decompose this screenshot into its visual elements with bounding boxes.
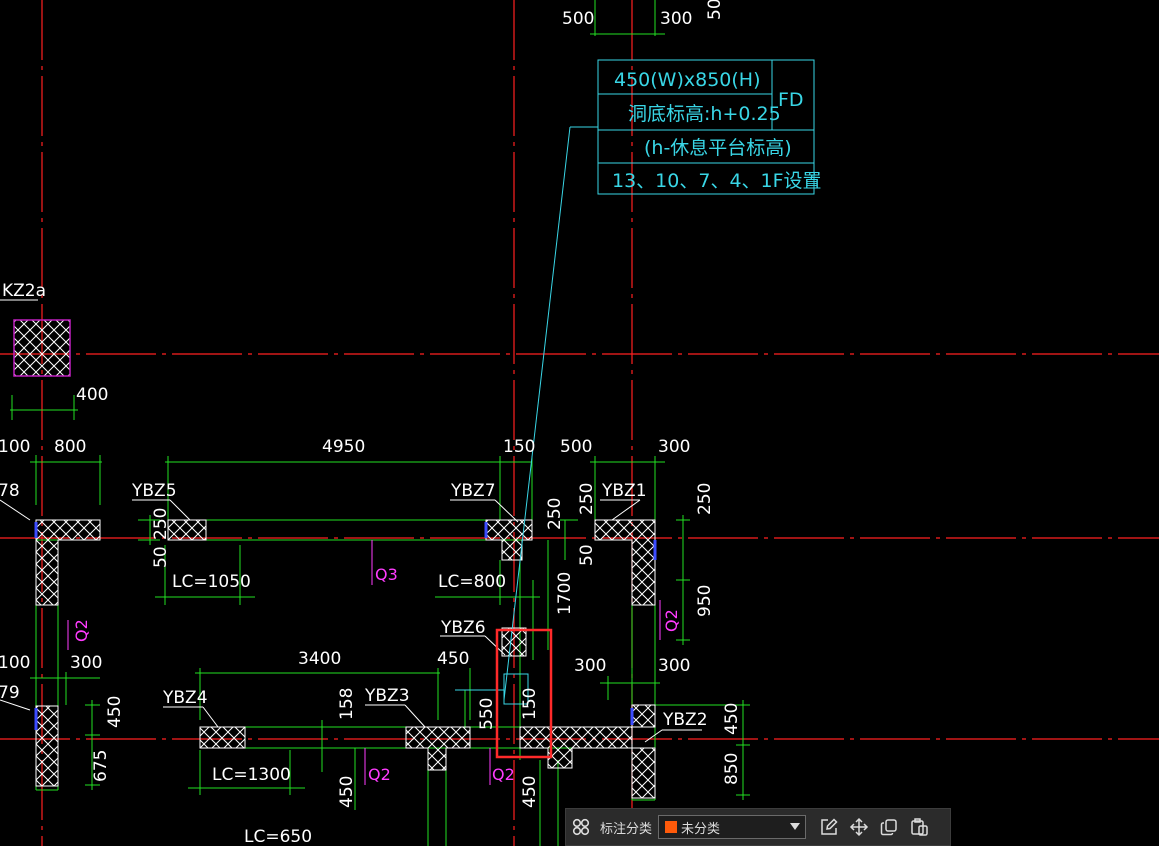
wall-label-q2-right: Q2 <box>662 609 681 632</box>
move-icon[interactable] <box>844 812 874 842</box>
column-label-kz2a: KZ2a <box>2 281 46 301</box>
ybz6-column[interactable] <box>501 627 527 657</box>
ybz3-column[interactable] <box>405 726 471 771</box>
dim-v250d: 250 <box>695 483 715 515</box>
column-label-ybz2: YBZ2 <box>662 710 708 730</box>
dim-4950: 4950 <box>322 437 365 457</box>
opening-code: FD <box>778 89 804 111</box>
opening-elevation-note: (h-休息平台标高) <box>644 137 792 159</box>
ybz4-column[interactable] <box>199 726 246 749</box>
ybz5-column[interactable] <box>167 519 207 541</box>
dim-v950: 950 <box>695 585 715 617</box>
category-value: 未分类 <box>681 821 721 837</box>
dim-left-800: 800 <box>54 437 86 457</box>
column-hatches <box>13 319 656 799</box>
dim-500: 500 <box>560 437 592 457</box>
dim-left-100a: 100 <box>0 437 30 457</box>
opening-sill-elevation: 洞底标高:h+0.25 <box>628 103 781 125</box>
ybz9-column[interactable] <box>35 705 59 787</box>
column-label-ybz4: YBZ4 <box>162 688 208 708</box>
column-label-z9: 79 <box>0 683 20 703</box>
dim-300b: 300 <box>574 656 606 676</box>
dim-300a: 300 <box>658 437 690 457</box>
dim-v150: 150 <box>520 688 540 720</box>
kz2a-column[interactable] <box>13 319 71 377</box>
dim-v550: 550 <box>477 698 497 730</box>
edit-icon[interactable] <box>814 812 844 842</box>
column-label-ybz3: YBZ3 <box>364 686 410 706</box>
dim-v450b: 450 <box>337 776 357 808</box>
dim-top-300: 300 <box>660 9 692 29</box>
lintel-label-800: LC=800 <box>438 572 506 592</box>
paste-icon[interactable] <box>904 812 934 842</box>
dim-300c: 300 <box>658 656 690 676</box>
column-label-z8: 78 <box>0 481 20 501</box>
dim-3400: 3400 <box>298 649 341 669</box>
ybz7-column[interactable] <box>485 519 533 561</box>
dim-450: 450 <box>437 649 469 669</box>
dim-v850: 850 <box>722 753 742 785</box>
column-label-ybz1: YBZ1 <box>601 481 647 501</box>
dim-left-100b: 100 <box>0 653 30 673</box>
lintel-label-1300: LC=1300 <box>212 765 291 785</box>
category-swatch <box>665 821 678 833</box>
dim-v1700: 1700 <box>555 572 575 615</box>
category-label: 标注分类 <box>600 821 653 837</box>
dim-v158: 158 <box>337 688 357 720</box>
column-label-ybz6: YBZ6 <box>440 618 486 638</box>
dim-left-300: 300 <box>70 653 102 673</box>
wall-label-q2-left: Q2 <box>72 619 91 642</box>
column-label-ybz7: YBZ7 <box>450 481 496 501</box>
grid-icon[interactable] <box>566 812 596 842</box>
chevron-down-icon <box>790 823 801 830</box>
opening-tag[interactable] <box>455 59 815 705</box>
annotation-toolbar: 标注分类 未分类 <box>565 808 951 846</box>
copy-icon[interactable] <box>874 812 904 842</box>
dim-150a: 150 <box>503 437 535 457</box>
wall-label-q3: Q3 <box>375 565 398 584</box>
opening-floors: 13、10、7、4、1F设置 <box>612 170 822 192</box>
ybz1-column[interactable] <box>594 519 656 606</box>
category-select[interactable]: 未分类 <box>658 815 807 839</box>
dim-v450c: 450 <box>520 776 540 808</box>
dim-top-edge-500: 500 <box>705 0 725 20</box>
dim-kz-400: 400 <box>76 385 108 405</box>
ybz2-column[interactable] <box>631 747 656 799</box>
ybz8-column[interactable] <box>35 519 101 606</box>
column-markers <box>34 522 657 730</box>
column-label-ybz5: YBZ5 <box>131 481 177 501</box>
dim-top-500: 500 <box>562 9 594 29</box>
dim-v450d: 450 <box>722 703 742 735</box>
dim-v250a: 250 <box>151 508 171 540</box>
dim-v250b: 250 <box>545 498 565 530</box>
dim-v675: 675 <box>91 750 111 782</box>
opening-size: 450(W)x850(H) <box>614 69 761 91</box>
dim-v250c: 250 <box>577 483 597 515</box>
selection-highlight <box>495 628 553 759</box>
ybz2-wall-segment[interactable] <box>519 704 656 769</box>
wall-markers <box>67 540 661 785</box>
lintel-label-650: LC=650 <box>244 827 312 846</box>
wall-label-q2-bottom: Q2 <box>368 765 391 784</box>
wall-label-q2-mid: Q2 <box>492 765 515 784</box>
leader-lines <box>0 299 702 743</box>
dim-v50a: 50 <box>151 546 171 568</box>
lintel-label-1050: LC=1050 <box>172 572 251 592</box>
dim-v450a: 450 <box>105 696 125 728</box>
dim-v50b: 50 <box>577 544 597 566</box>
